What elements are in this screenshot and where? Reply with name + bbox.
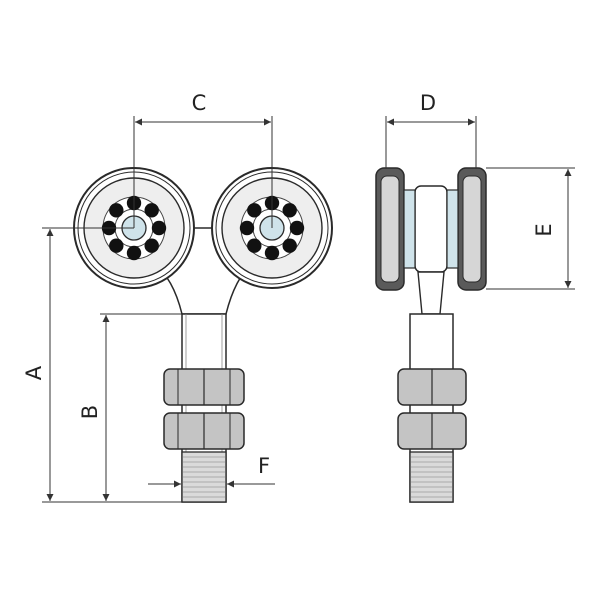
ball-bearing [144,238,159,253]
side-lower-hex-nut [397,412,467,450]
ball-bearing [282,203,297,218]
ball-bearing [144,203,159,218]
dimension-label-c: C [192,91,207,115]
ball-bearing [109,238,124,253]
front-upper-hex-nut [163,368,245,406]
side-upper-hex-nut [397,368,467,406]
dimension-label-a: A [22,365,46,380]
side-bracket [414,185,448,273]
ball-bearing [126,245,142,261]
dimension-label-e: E [532,223,556,236]
ball-bearing [289,220,305,236]
ball-bearing [282,238,297,253]
side-neck [417,271,445,315]
ball-bearing [264,245,280,261]
side-right-wheel [446,167,487,291]
side-view [375,167,487,503]
ball-bearing [247,203,262,218]
dimension-label-f: F [258,454,270,478]
left-ball-bearings [101,195,167,261]
ball-bearing [247,238,262,253]
ball-bearing [151,220,167,236]
dimension-label-b: B [78,405,102,419]
ball-bearing [109,203,124,218]
dimension-lines [42,116,575,503]
ball-bearing [239,220,255,236]
front-lower-hex-nut [163,412,245,450]
front-view [73,167,333,503]
side-left-wheel [375,167,416,291]
dimension-label-d: D [420,91,436,115]
